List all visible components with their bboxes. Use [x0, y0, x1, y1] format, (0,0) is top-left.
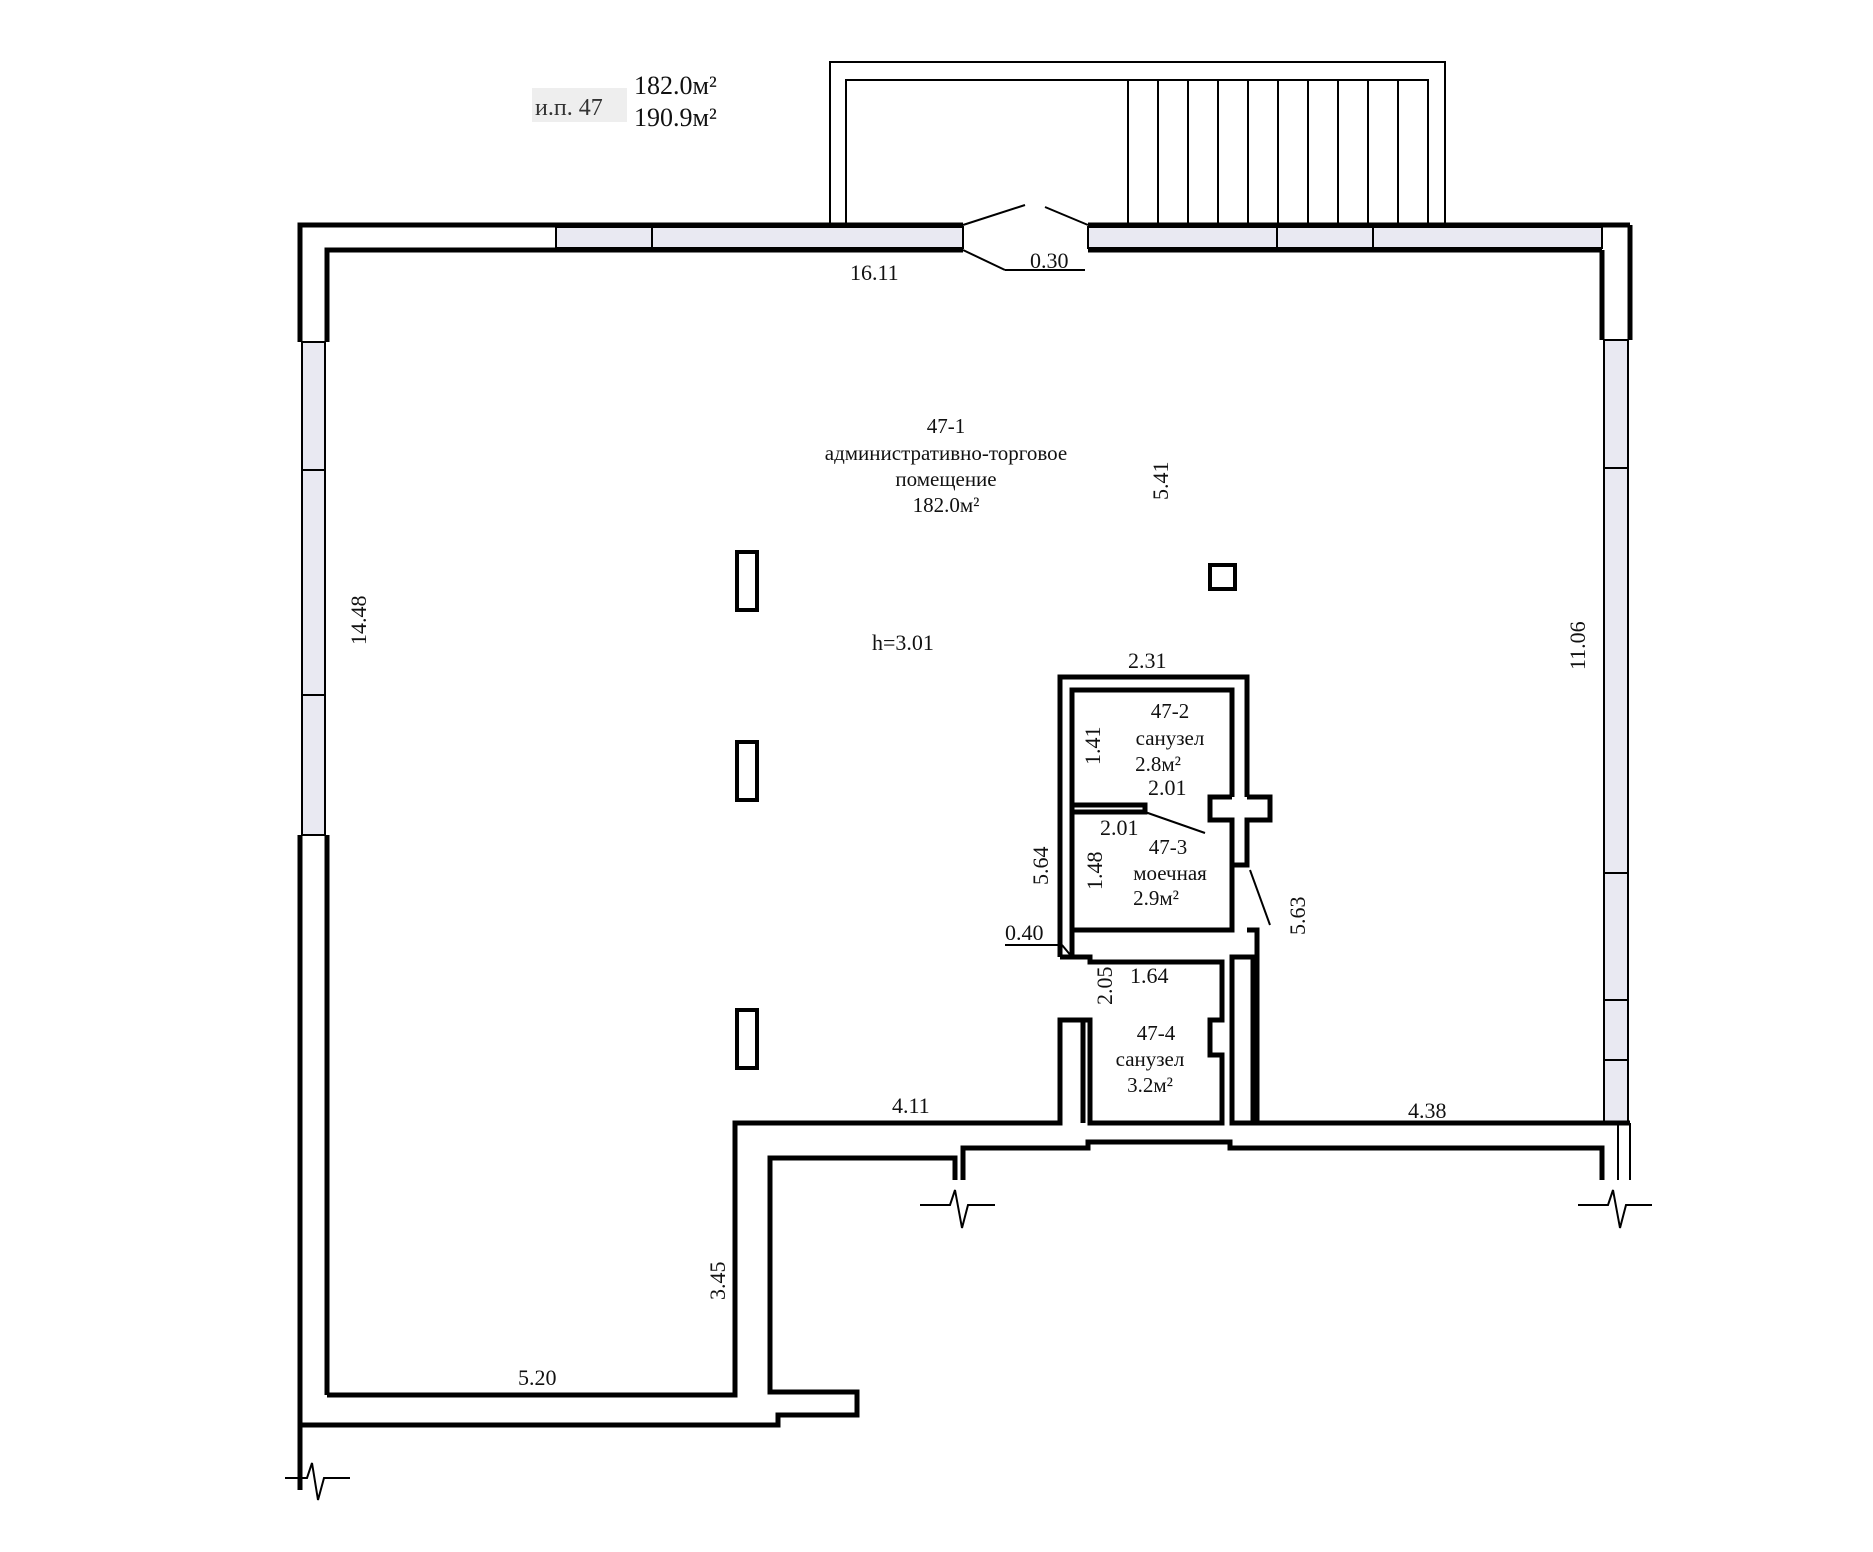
dim-wash-height: 1.48 [1082, 852, 1107, 891]
dim-bottom-left: 4.11 [892, 1093, 930, 1118]
column-2 [735, 740, 759, 802]
dim-wash-width: 2.01 [1100, 815, 1139, 840]
sanitary-core [1005, 674, 1273, 1126]
columns [735, 550, 1237, 1070]
wall-pier-right-1 [1603, 467, 1629, 874]
room-47-1: 47-1 административно-торговое помещение … [825, 414, 1067, 655]
entrance-porch [829, 61, 1446, 225]
window-right-3 [1603, 1059, 1629, 1123]
window-top-3 [1276, 226, 1374, 249]
dim-bottom-right: 4.38 [1408, 1098, 1447, 1123]
dim-wc2-width: 2.01 [1148, 775, 1187, 800]
room-47-3: 47-3 моечная 2.9м² [1133, 835, 1207, 910]
room-47-1-name-1: административно-торговое [825, 441, 1067, 465]
area-main: 182.0м² [634, 71, 717, 100]
dim-block-top: 2.31 [1128, 648, 1167, 673]
room-47-2-name: санузел [1136, 726, 1205, 750]
dim-annex-height: 3.45 [705, 1262, 730, 1301]
room-47-3-name: моечная [1133, 861, 1207, 885]
dim-left-wall: 14.48 [346, 596, 371, 646]
dim-wc4-height: 2.05 [1092, 967, 1117, 1006]
plan-id-highlight [532, 88, 627, 122]
room-47-3-id: 47-3 [1149, 835, 1188, 859]
column-3 [735, 1008, 759, 1070]
plan-header: и.п. 47 182.0м² 190.9м² [532, 71, 717, 132]
room-47-1-area: 182.0м² [913, 493, 980, 517]
room-47-1-id: 47-1 [927, 414, 966, 438]
wall-pier-left-1 [301, 469, 326, 696]
room-47-3-area: 2.9м² [1133, 886, 1179, 910]
area-total: 190.9м² [634, 103, 717, 132]
windows [301, 226, 1629, 1123]
dim-core-left: 5.64 [1028, 847, 1053, 886]
room-47-2-area: 2.8м² [1135, 752, 1181, 776]
window-right-1 [1603, 339, 1629, 469]
wall-pier-top [1087, 226, 1278, 249]
room-47-1-name-2: помещение [895, 467, 996, 491]
column-4 [1208, 563, 1237, 591]
window-left-2 [301, 694, 326, 836]
stair-steps [1127, 80, 1399, 225]
plan-id: и.п. 47 [535, 95, 603, 121]
dim-top-wall: 16.11 [850, 260, 899, 285]
wall-pier-right-2 [1603, 999, 1629, 1061]
room-47-4-name: санузел [1116, 1047, 1185, 1071]
room-47-2: 47-2 санузел 2.8м² [1135, 699, 1204, 776]
room-47-4-id: 47-4 [1137, 1021, 1176, 1045]
dim-annex-bottom: 5.20 [518, 1365, 557, 1390]
ceiling-height: h=3.01 [872, 630, 934, 655]
dim-wc2-height: 1.41 [1080, 727, 1105, 766]
dim-step: 0.40 [1005, 920, 1044, 945]
dim-wc4-width: 1.64 [1130, 963, 1169, 988]
dim-center-vertical: 5.41 [1148, 462, 1173, 501]
dim-right-wall: 11.06 [1565, 621, 1590, 670]
dim-core-right: 5.63 [1285, 897, 1310, 936]
dimension-labels: 16.11 0.30 14.48 11.06 5.41 2.31 1.41 2.… [346, 248, 1590, 1390]
room-47-4-area: 3.2м² [1127, 1073, 1173, 1097]
window-top-1 [555, 226, 653, 249]
window-left-1 [301, 341, 326, 471]
bottom-walls [300, 954, 1631, 1428]
entrance-door [962, 204, 1089, 271]
room-47-2-id: 47-2 [1151, 699, 1190, 723]
dim-door-gap: 0.30 [1030, 248, 1069, 273]
break-marks [285, 1189, 1652, 1501]
room-47-4: 47-4 санузел 3.2м² [1116, 1021, 1185, 1097]
window-right-2 [1603, 872, 1629, 1001]
wall-pier-top-right [1372, 226, 1603, 249]
outer-walls [297, 222, 1633, 1490]
window-top-2 [651, 226, 964, 249]
column-1 [735, 550, 759, 612]
